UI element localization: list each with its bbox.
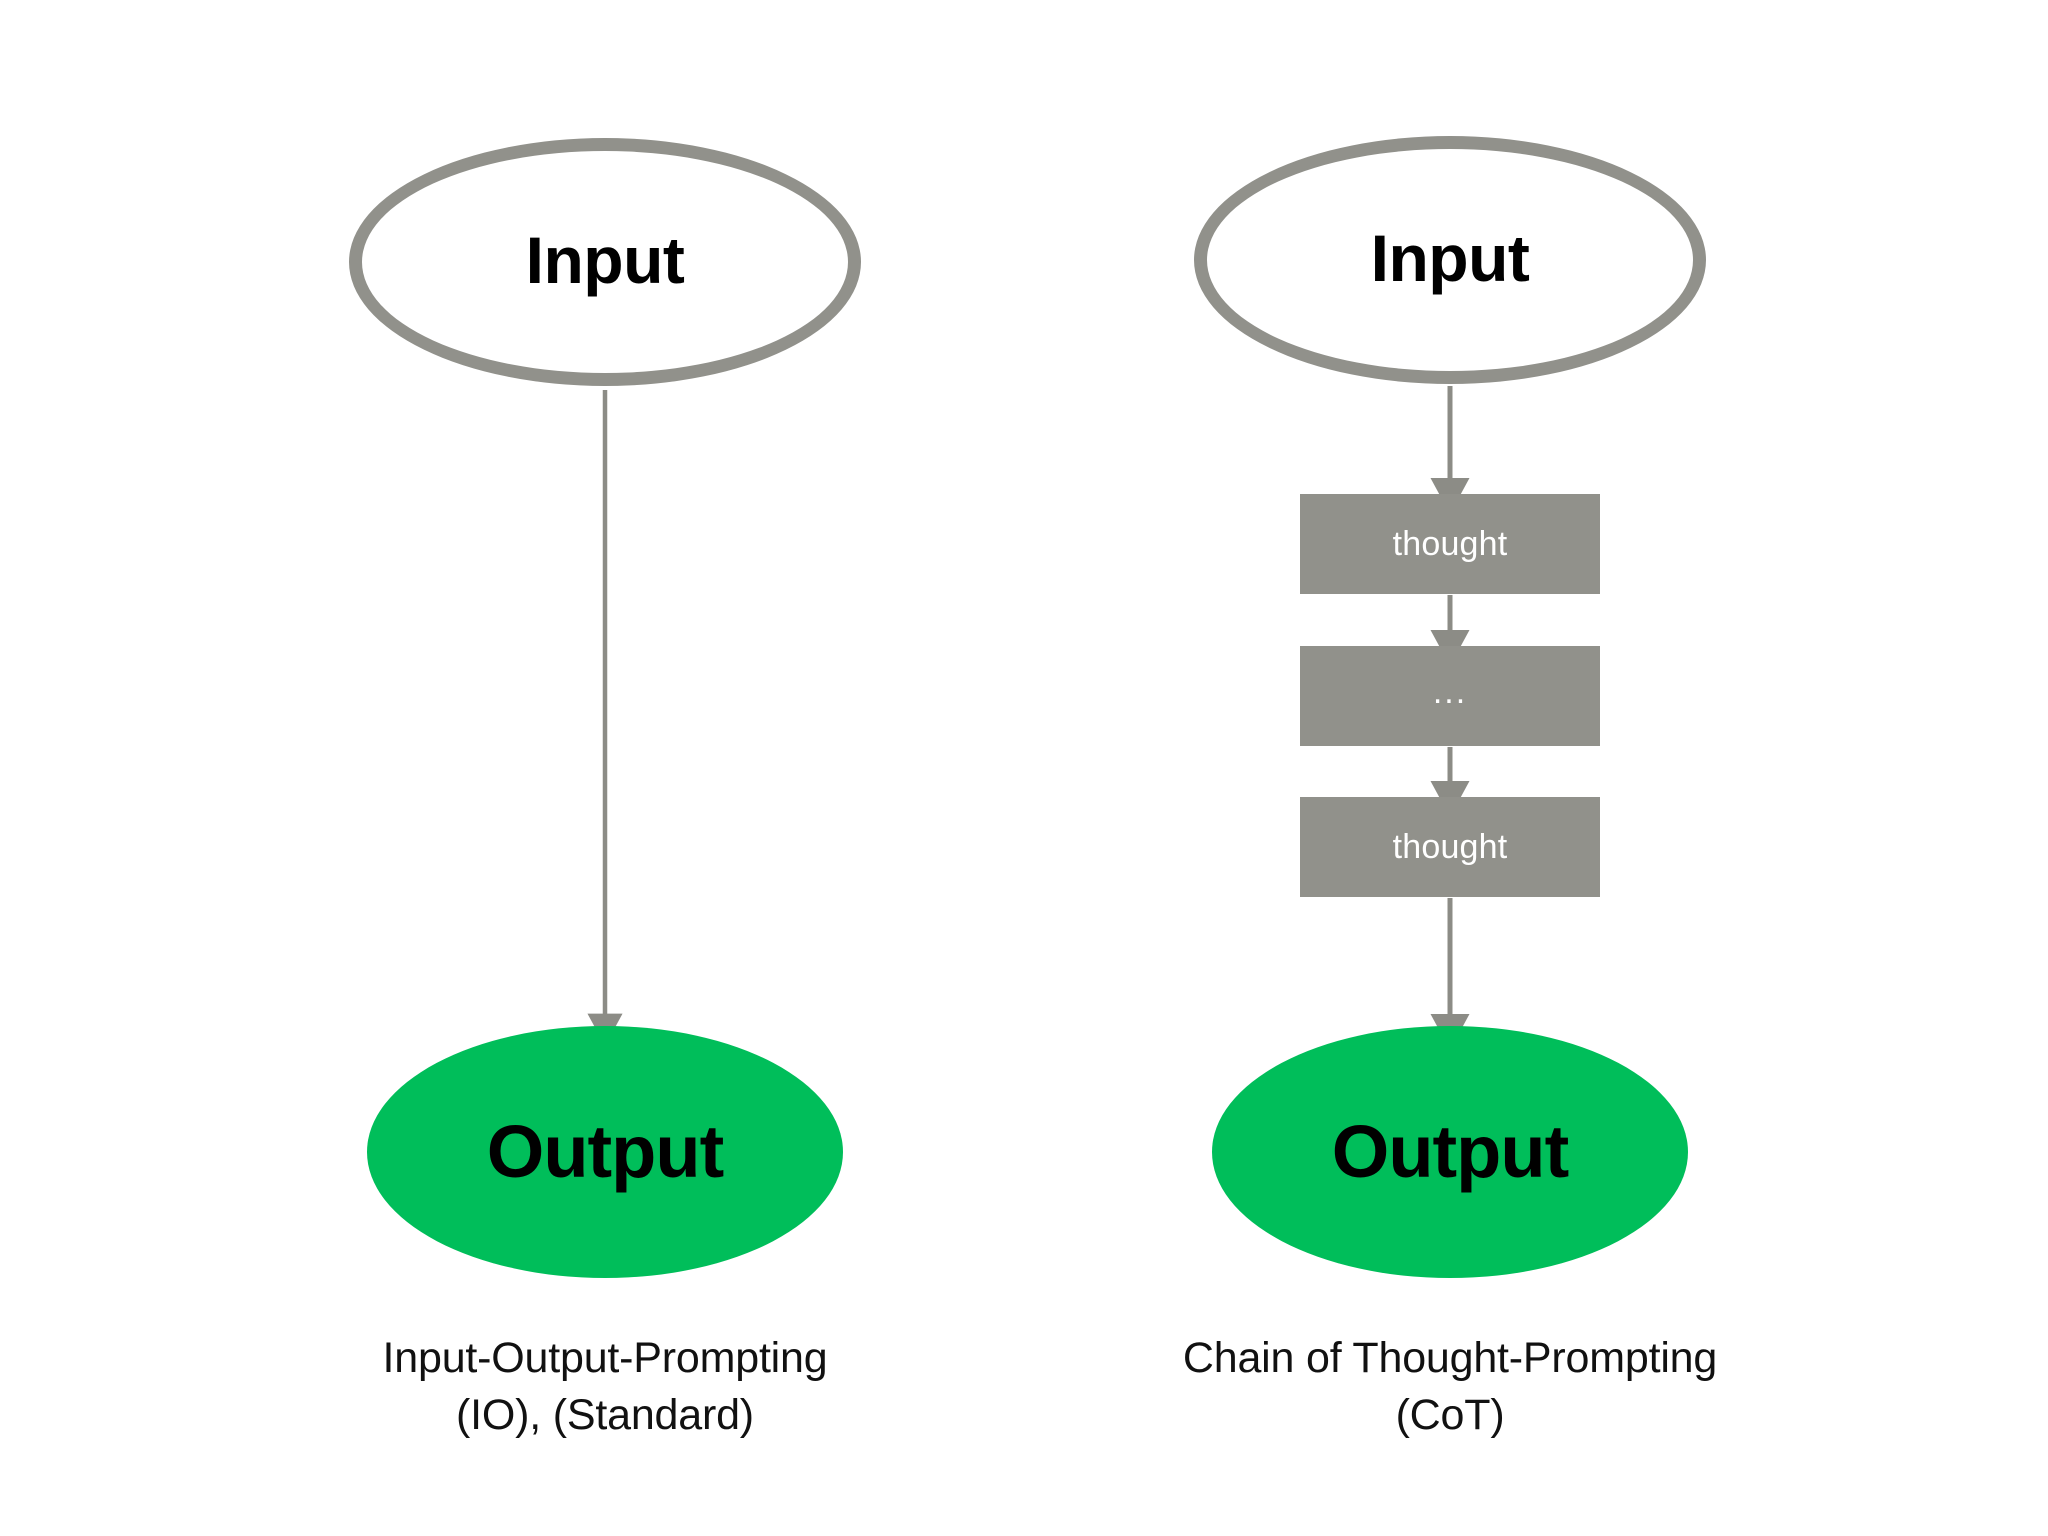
cot-thought-box-1[interactable]: thought [1300, 494, 1600, 594]
cot-thought-box-1-label: thought [1392, 525, 1508, 563]
cot-thought-box-ellipsis-label: ... [1432, 673, 1468, 711]
io-input-node[interactable]: Input [349, 138, 861, 386]
cot-thought-box-2[interactable]: thought [1300, 797, 1600, 897]
cot-output-label: Output [1331, 1110, 1569, 1193]
io-input-label: Input [525, 223, 685, 297]
cot-caption-line-2: (CoT) [1395, 1390, 1505, 1439]
cot-input-node[interactable]: Input [1194, 136, 1706, 384]
cot-thought-box-ellipsis[interactable]: ... [1300, 646, 1600, 746]
io-caption: Input-Output-Prompting (IO), (Standard) [105, 1330, 1105, 1444]
io-caption-line-2: (IO), (Standard) [456, 1390, 754, 1439]
column-io-prompting: Input Output Input-Output-Prompting (IO)… [90, 0, 1120, 1536]
io-output-node[interactable]: Output [367, 1026, 843, 1278]
cot-caption-line-1: Chain of Thought-Prompting [1182, 1334, 1718, 1382]
column-chain-of-thought: Input thought ... thought Output Chain o… [940, 0, 1970, 1536]
cot-input-label: Input [1370, 221, 1530, 295]
cot-caption: Chain of Thought-Prompting (CoT) [950, 1330, 1950, 1444]
io-output-label: Output [486, 1110, 724, 1193]
cot-output-node[interactable]: Output [1212, 1026, 1688, 1278]
cot-thought-box-2-label: thought [1392, 828, 1508, 866]
io-caption-line-1: Input-Output-Prompting [382, 1334, 828, 1382]
